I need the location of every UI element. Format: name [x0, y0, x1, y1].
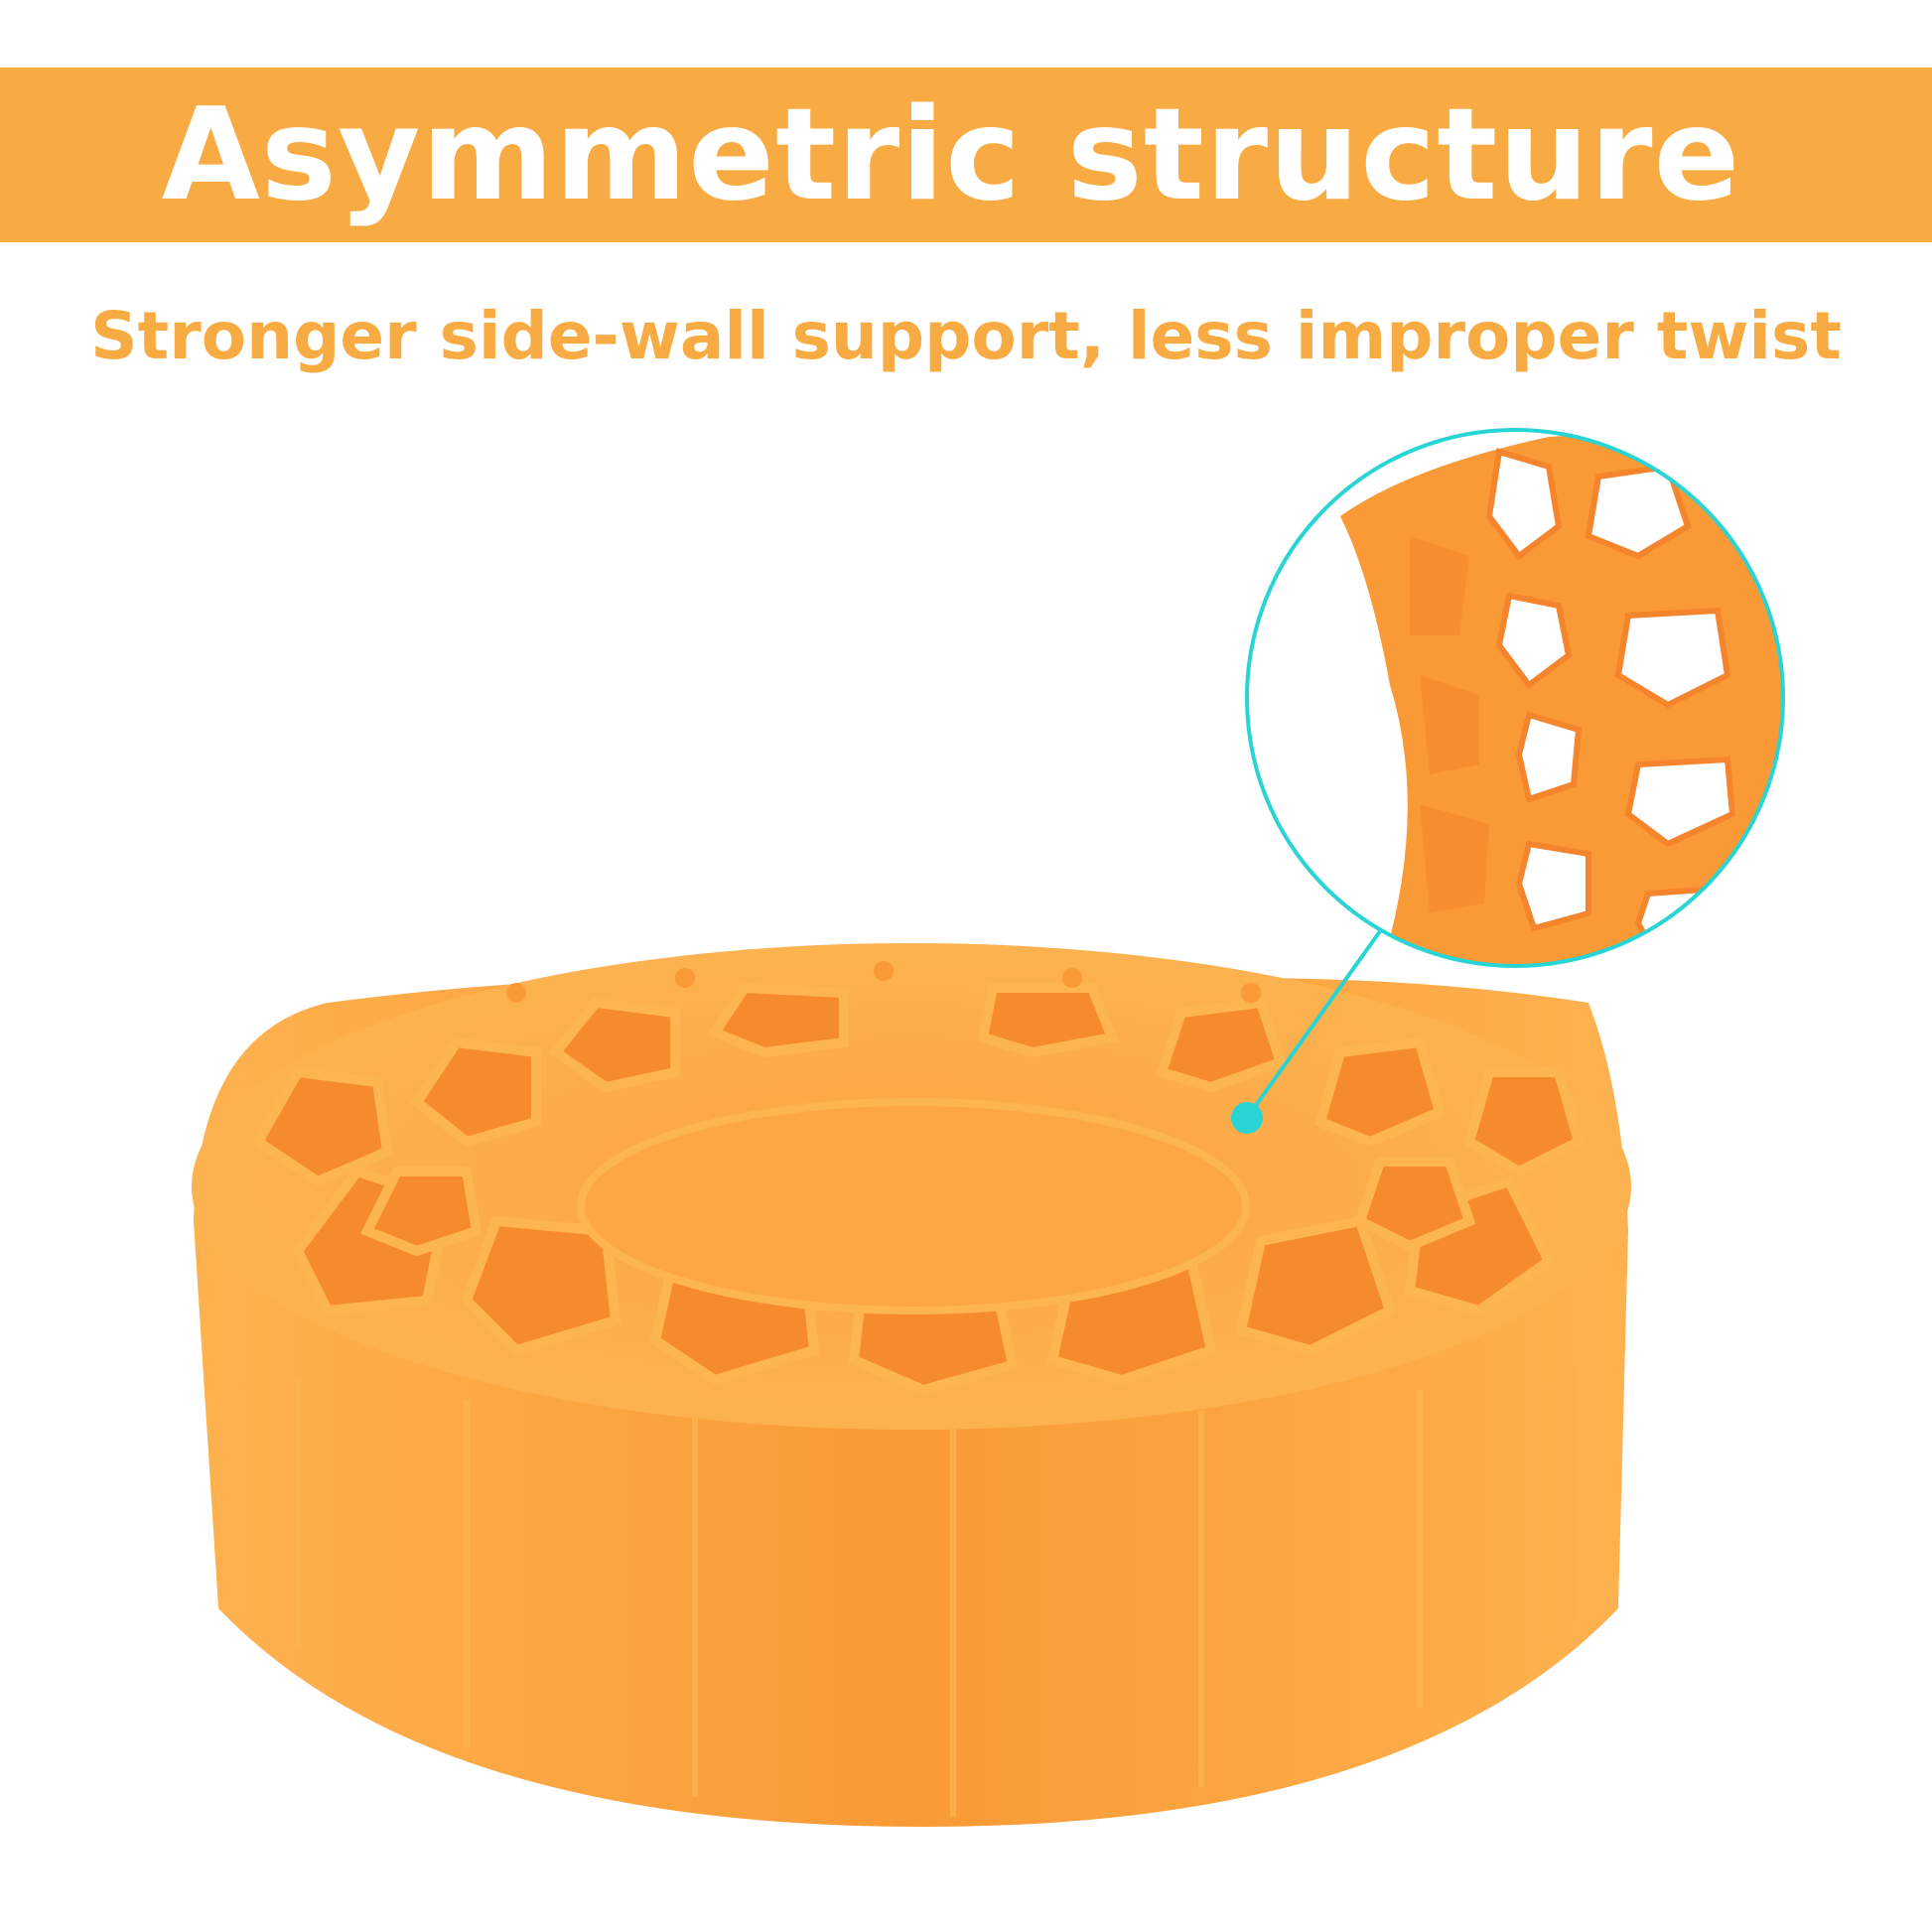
page-title: Asymmetric structure [161, 80, 1741, 229]
callout-line [1245, 901, 1402, 1120]
title-banner: Asymmetric structure [0, 68, 1932, 242]
callout-dot-icon [1231, 1102, 1263, 1134]
zoom-detail-icon [1245, 428, 1785, 968]
page-subtitle: Stronger side-wall support, less imprope… [90, 298, 1842, 374]
tire-icon [192, 943, 1631, 1827]
